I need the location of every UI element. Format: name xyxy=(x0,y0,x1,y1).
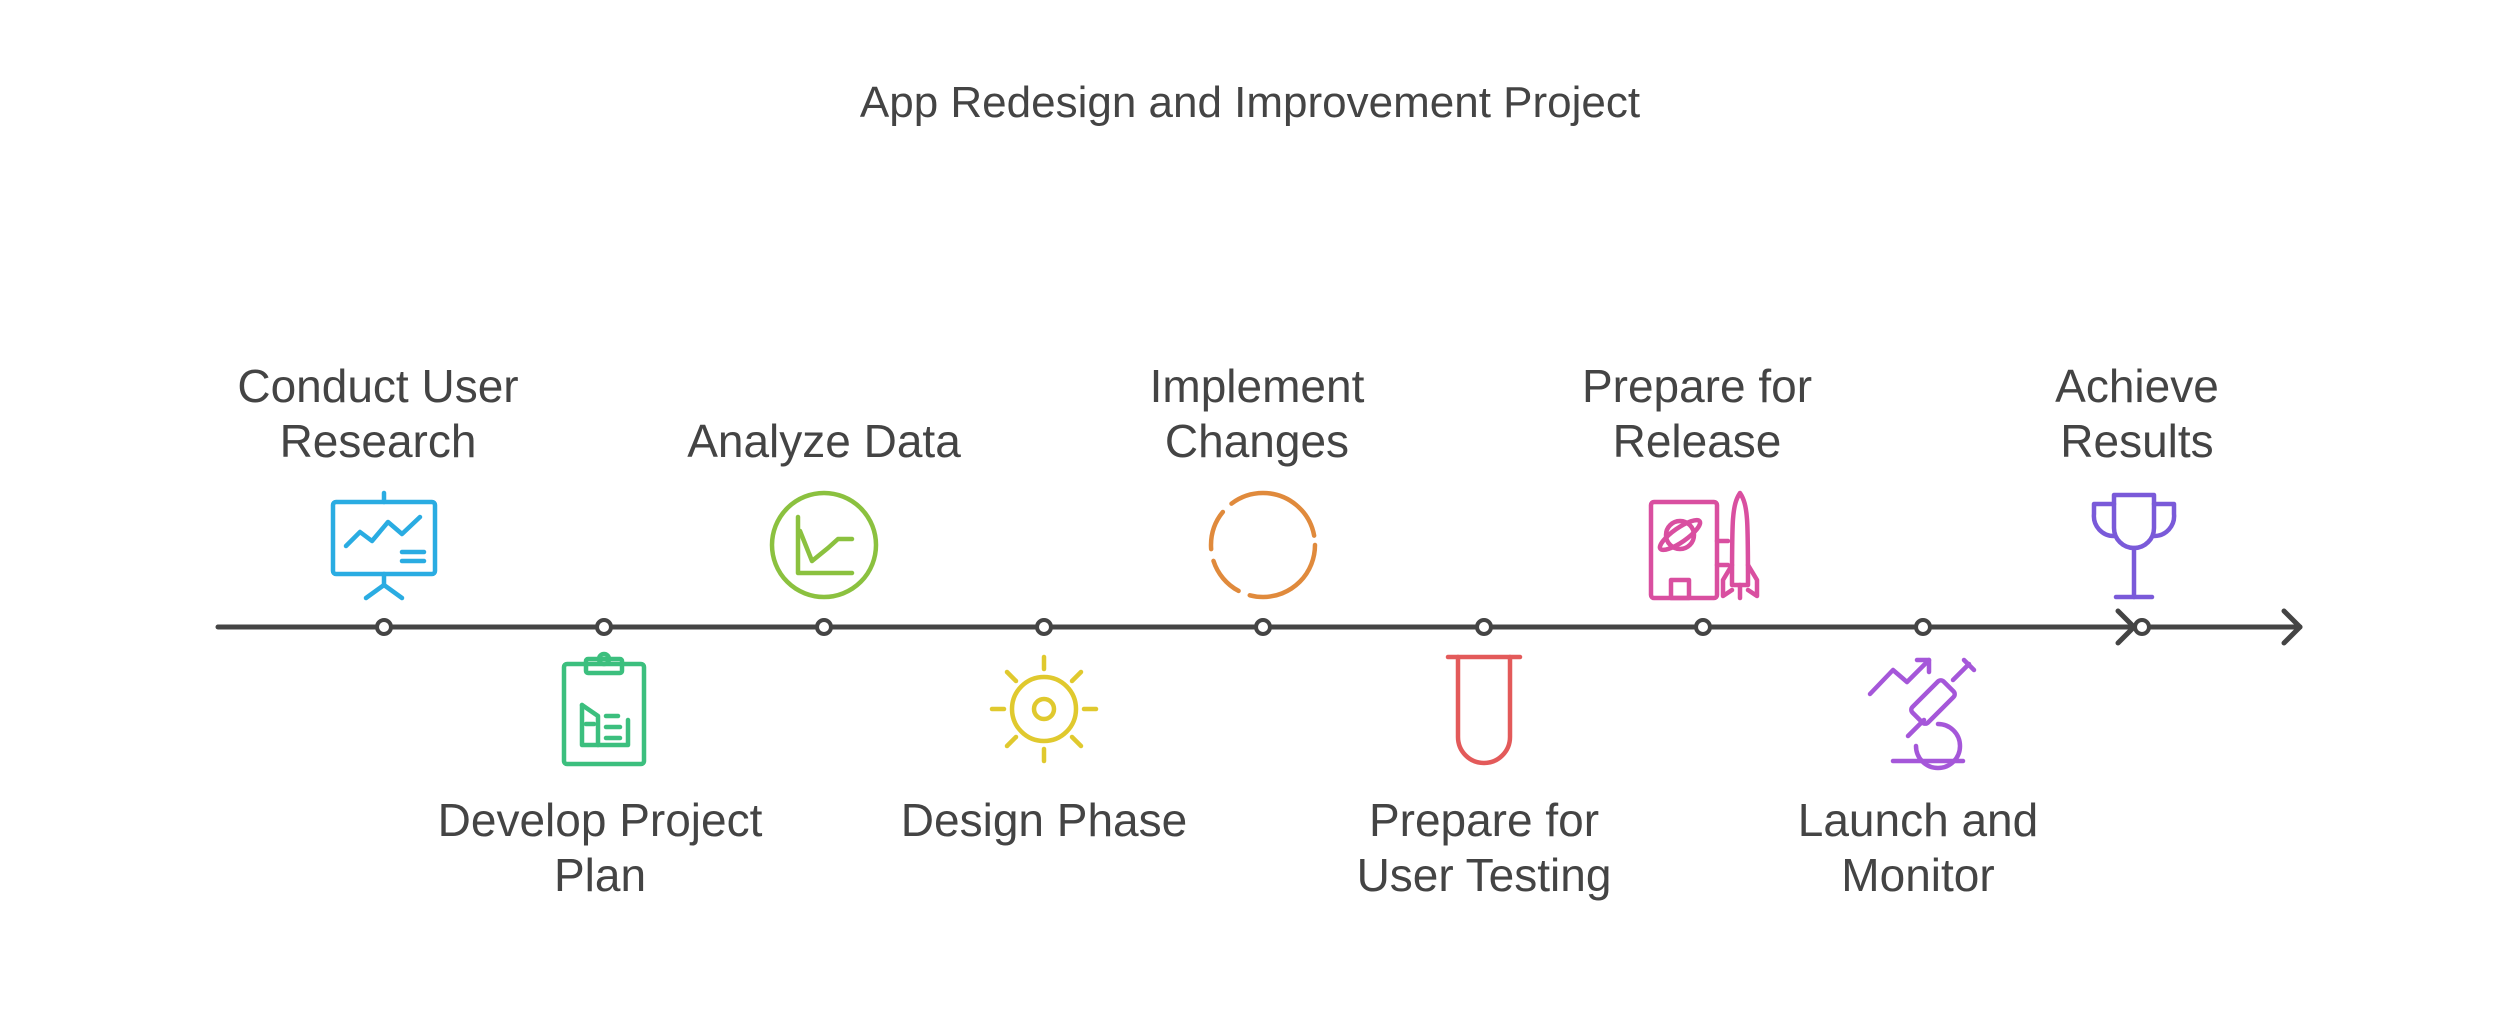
diagram-title: App Redesign and Improvement Project xyxy=(859,78,1641,127)
step-label-launch-and-monitor: Launch and Monitor xyxy=(1738,793,2098,903)
step-label-design-phase: Design Phase xyxy=(864,793,1224,848)
step-label-line: Changes xyxy=(1164,415,1350,467)
step-label-line: Achieve xyxy=(2055,360,2219,412)
step-label-develop-project-plan: Develop Project Plan xyxy=(420,793,780,903)
step-label-line: Develop Project xyxy=(437,794,763,846)
sun-icon xyxy=(989,654,1099,764)
timeline-node xyxy=(1475,618,1493,636)
step-label-line: User Testing xyxy=(1356,849,1612,901)
step-label-line: Conduct User xyxy=(237,360,519,412)
step-label-line: Monitor xyxy=(1841,849,1995,901)
step-label-line: Release xyxy=(1612,415,1782,467)
step-label-line: Plan xyxy=(553,849,647,901)
line-chart-circle-icon xyxy=(769,490,879,600)
presentation-chart-icon xyxy=(330,490,438,601)
test-tube-icon xyxy=(1445,654,1523,766)
clipboard-plan-icon xyxy=(561,651,647,767)
timeline-node xyxy=(2133,618,2151,636)
step-label-line: Analyze Data xyxy=(687,415,961,467)
step-label-line: Prepare for xyxy=(1368,794,1600,846)
timeline-arrowhead xyxy=(2281,608,2303,646)
step-label-prepare-for-release: Prepare for Release xyxy=(1517,359,1877,469)
timeline-node xyxy=(1694,618,1712,636)
step-label-line: Results xyxy=(2060,415,2214,467)
dashed-circle-icon xyxy=(1208,490,1318,600)
step-label-prepare-for-user-testing: Prepare for User Testing xyxy=(1304,793,1664,903)
timeline-node xyxy=(1254,618,1272,636)
step-label-line: Design Phase xyxy=(900,794,1188,846)
step-label-line: Prepare for xyxy=(1581,360,1813,412)
timeline-node xyxy=(1914,618,1932,636)
step-label-line: Research xyxy=(279,415,477,467)
step-label-line: Implement xyxy=(1149,360,1365,412)
step-label-conduct-user-research: Conduct User Research xyxy=(198,359,558,469)
trophy-icon xyxy=(2091,492,2177,600)
timeline-node xyxy=(815,618,833,636)
step-label-achieve-results: Achieve Results xyxy=(1957,359,2317,469)
step-label-implement-changes: Implement Changes xyxy=(1077,359,1437,469)
timeline-node xyxy=(375,618,393,636)
launch-pad-icon xyxy=(1648,490,1760,601)
step-label-analyze-data: Analyze Data xyxy=(644,414,1004,469)
microscope-growth-icon xyxy=(1867,657,1977,771)
timeline-nodes xyxy=(375,618,2151,636)
timeline-node xyxy=(1035,618,1053,636)
timeline-node xyxy=(595,618,613,636)
step-label-line: Launch and xyxy=(1797,794,2039,846)
